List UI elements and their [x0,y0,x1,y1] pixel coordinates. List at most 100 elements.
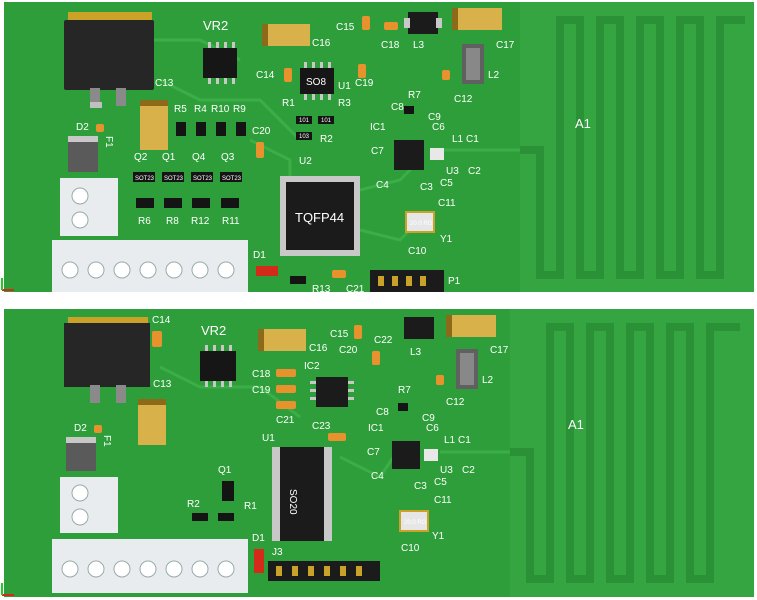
label-y1: Y1 [432,531,445,542]
label-r6: R6 [138,216,151,227]
label-d1: D1 [252,533,265,544]
label-so20: SO20 [287,489,298,515]
label-c12: C12 [454,94,473,105]
label-r1: R1 [282,98,295,109]
label-r11: R11 [222,216,240,227]
label-a1: A1 [575,116,591,131]
label-p1: P1 [448,276,461,287]
cap-c17 [446,315,496,337]
code-r2: 103 [299,134,310,140]
label-j3: J3 [272,547,283,558]
label-r2: R2 [187,499,200,510]
resistor-r2 [296,132,312,140]
label-c18: C18 [252,369,271,380]
label-r9: R9 [233,104,246,115]
cap-c18 [384,22,398,30]
label-c15: C15 [330,329,349,340]
transistor-q1 [162,172,184,182]
label-q1: Q1 [218,465,232,476]
label-c12: C12 [446,397,465,408]
label-r12: R12 [191,216,210,227]
label-u3: U3 [446,166,459,177]
label-q3: Q3 [221,152,235,163]
label-xtal-top: 20.0 RG [410,221,433,227]
chip-u1 [300,68,334,94]
label-c22: C22 [374,335,393,346]
bottom-board-view: C14 C13 VR2 C16 C15 C20 C22 L3 C17 L2 C1… [0,307,757,600]
cap-c16 [258,329,306,351]
label-tqfp44: TQFP44 [295,210,344,225]
chip-u3 [430,148,444,160]
chip-vr2 [203,48,237,78]
cap-c14 [152,331,162,347]
cap-c21 [276,401,296,409]
label-q1: Q1 [162,152,176,163]
label-c2: C2 [462,465,475,476]
chip-u1 [280,447,324,541]
led-d1 [256,266,278,276]
resistor-r4 [196,122,206,136]
cap-c21 [332,270,346,278]
transistor-q2 [133,172,155,182]
label-c20: C20 [252,126,271,137]
label-c9: C9 [428,112,441,123]
label-r1: R1 [244,501,257,512]
label-c11: C11 [438,198,456,209]
transistor-q3 [220,172,242,182]
label-c19: C19 [355,78,374,89]
cap-c15 [362,16,370,30]
label-c5: C5 [440,178,453,189]
label-c21: C21 [346,284,365,293]
cap-tantalum-left [140,100,168,150]
label-c3: C3 [420,182,433,193]
chip-ic1 [394,140,424,170]
label-l3: L3 [413,40,425,51]
chip-vr2 [200,351,236,381]
label-f1: F1 [101,435,112,447]
resistor-r9 [236,122,246,136]
label-r2: R2 [320,134,333,145]
label-ic1: IC1 [370,122,386,133]
label-c8: C8 [391,102,404,113]
label-c16: C16 [309,343,328,354]
label-c17: C17 [490,345,509,356]
code-r1: 101 [299,118,310,124]
label-c19: C19 [252,385,271,396]
resistor-r3 [318,116,334,124]
label-r3: R3 [338,98,351,109]
pkg-q4: SOT23 [193,176,213,182]
cap-d2 [94,425,102,433]
meander-antenna [510,323,740,583]
label-r7: R7 [408,90,421,101]
cap-c23 [328,433,346,441]
label-c11: C11 [434,495,452,506]
resistor-r10 [216,122,226,136]
label-c4: C4 [376,180,389,191]
label-c8: C8 [376,407,389,418]
resistor-r13 [290,276,306,284]
label-c17: C17 [496,40,515,51]
label-r4: R4 [194,104,207,115]
pkg-q2: SOT23 [135,176,155,182]
resistor-r1 [218,513,234,521]
cap-c17 [452,8,502,30]
label-r10: R10 [211,104,230,115]
cap-c19 [276,385,296,393]
label-c14: C14 [152,315,171,326]
resistor-r12 [192,198,210,208]
cap-c12 [436,375,444,385]
resistor-r5 [176,122,186,136]
terminal-block-small [60,178,118,236]
label-c2: C2 [468,166,481,177]
label-q4: Q4 [192,152,206,163]
transistor-q1 [222,481,234,501]
label-u2: U2 [299,156,312,167]
cap-c14 [284,68,292,82]
label-vr2: VR2 [203,18,228,33]
top-board-svg: C13 VR2 C16 C15 C18 L3 C17 L2 C12 C14 SO… [0,0,757,293]
cap-c18 [276,369,296,377]
cap-c15 [354,325,362,339]
chip-u3 [424,449,438,461]
label-c20: C20 [339,345,358,356]
pkg-q3: SOT23 [222,176,242,182]
